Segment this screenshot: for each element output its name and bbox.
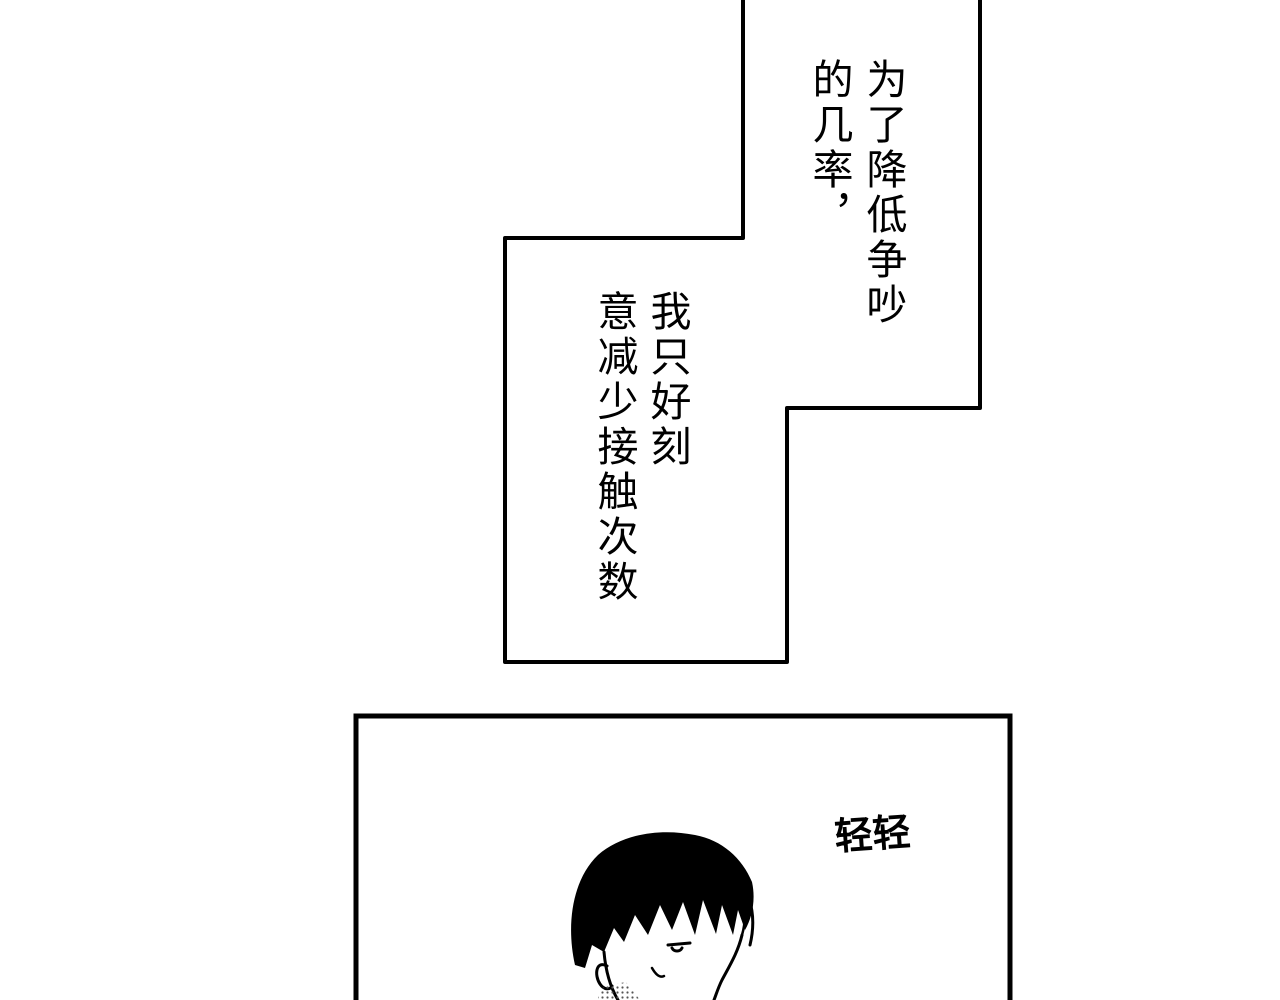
caption-column-2: 的几率， <box>805 58 853 238</box>
sound-effect-text: 轻轻 <box>833 809 912 859</box>
character-eye <box>666 941 692 953</box>
character-illustration <box>571 832 755 1000</box>
character-hair <box>571 832 754 968</box>
collar-screentone <box>598 982 640 1000</box>
hair-strand <box>728 868 746 937</box>
character-nose <box>650 966 666 978</box>
caption-box-border <box>503 0 982 664</box>
caption-column-4: 意减少接触次数 <box>590 290 638 605</box>
hair-strand <box>739 878 755 947</box>
caption-column-3: 我只好刻 <box>643 290 691 470</box>
caption-column-1: 为了降低争吵 <box>859 58 907 328</box>
